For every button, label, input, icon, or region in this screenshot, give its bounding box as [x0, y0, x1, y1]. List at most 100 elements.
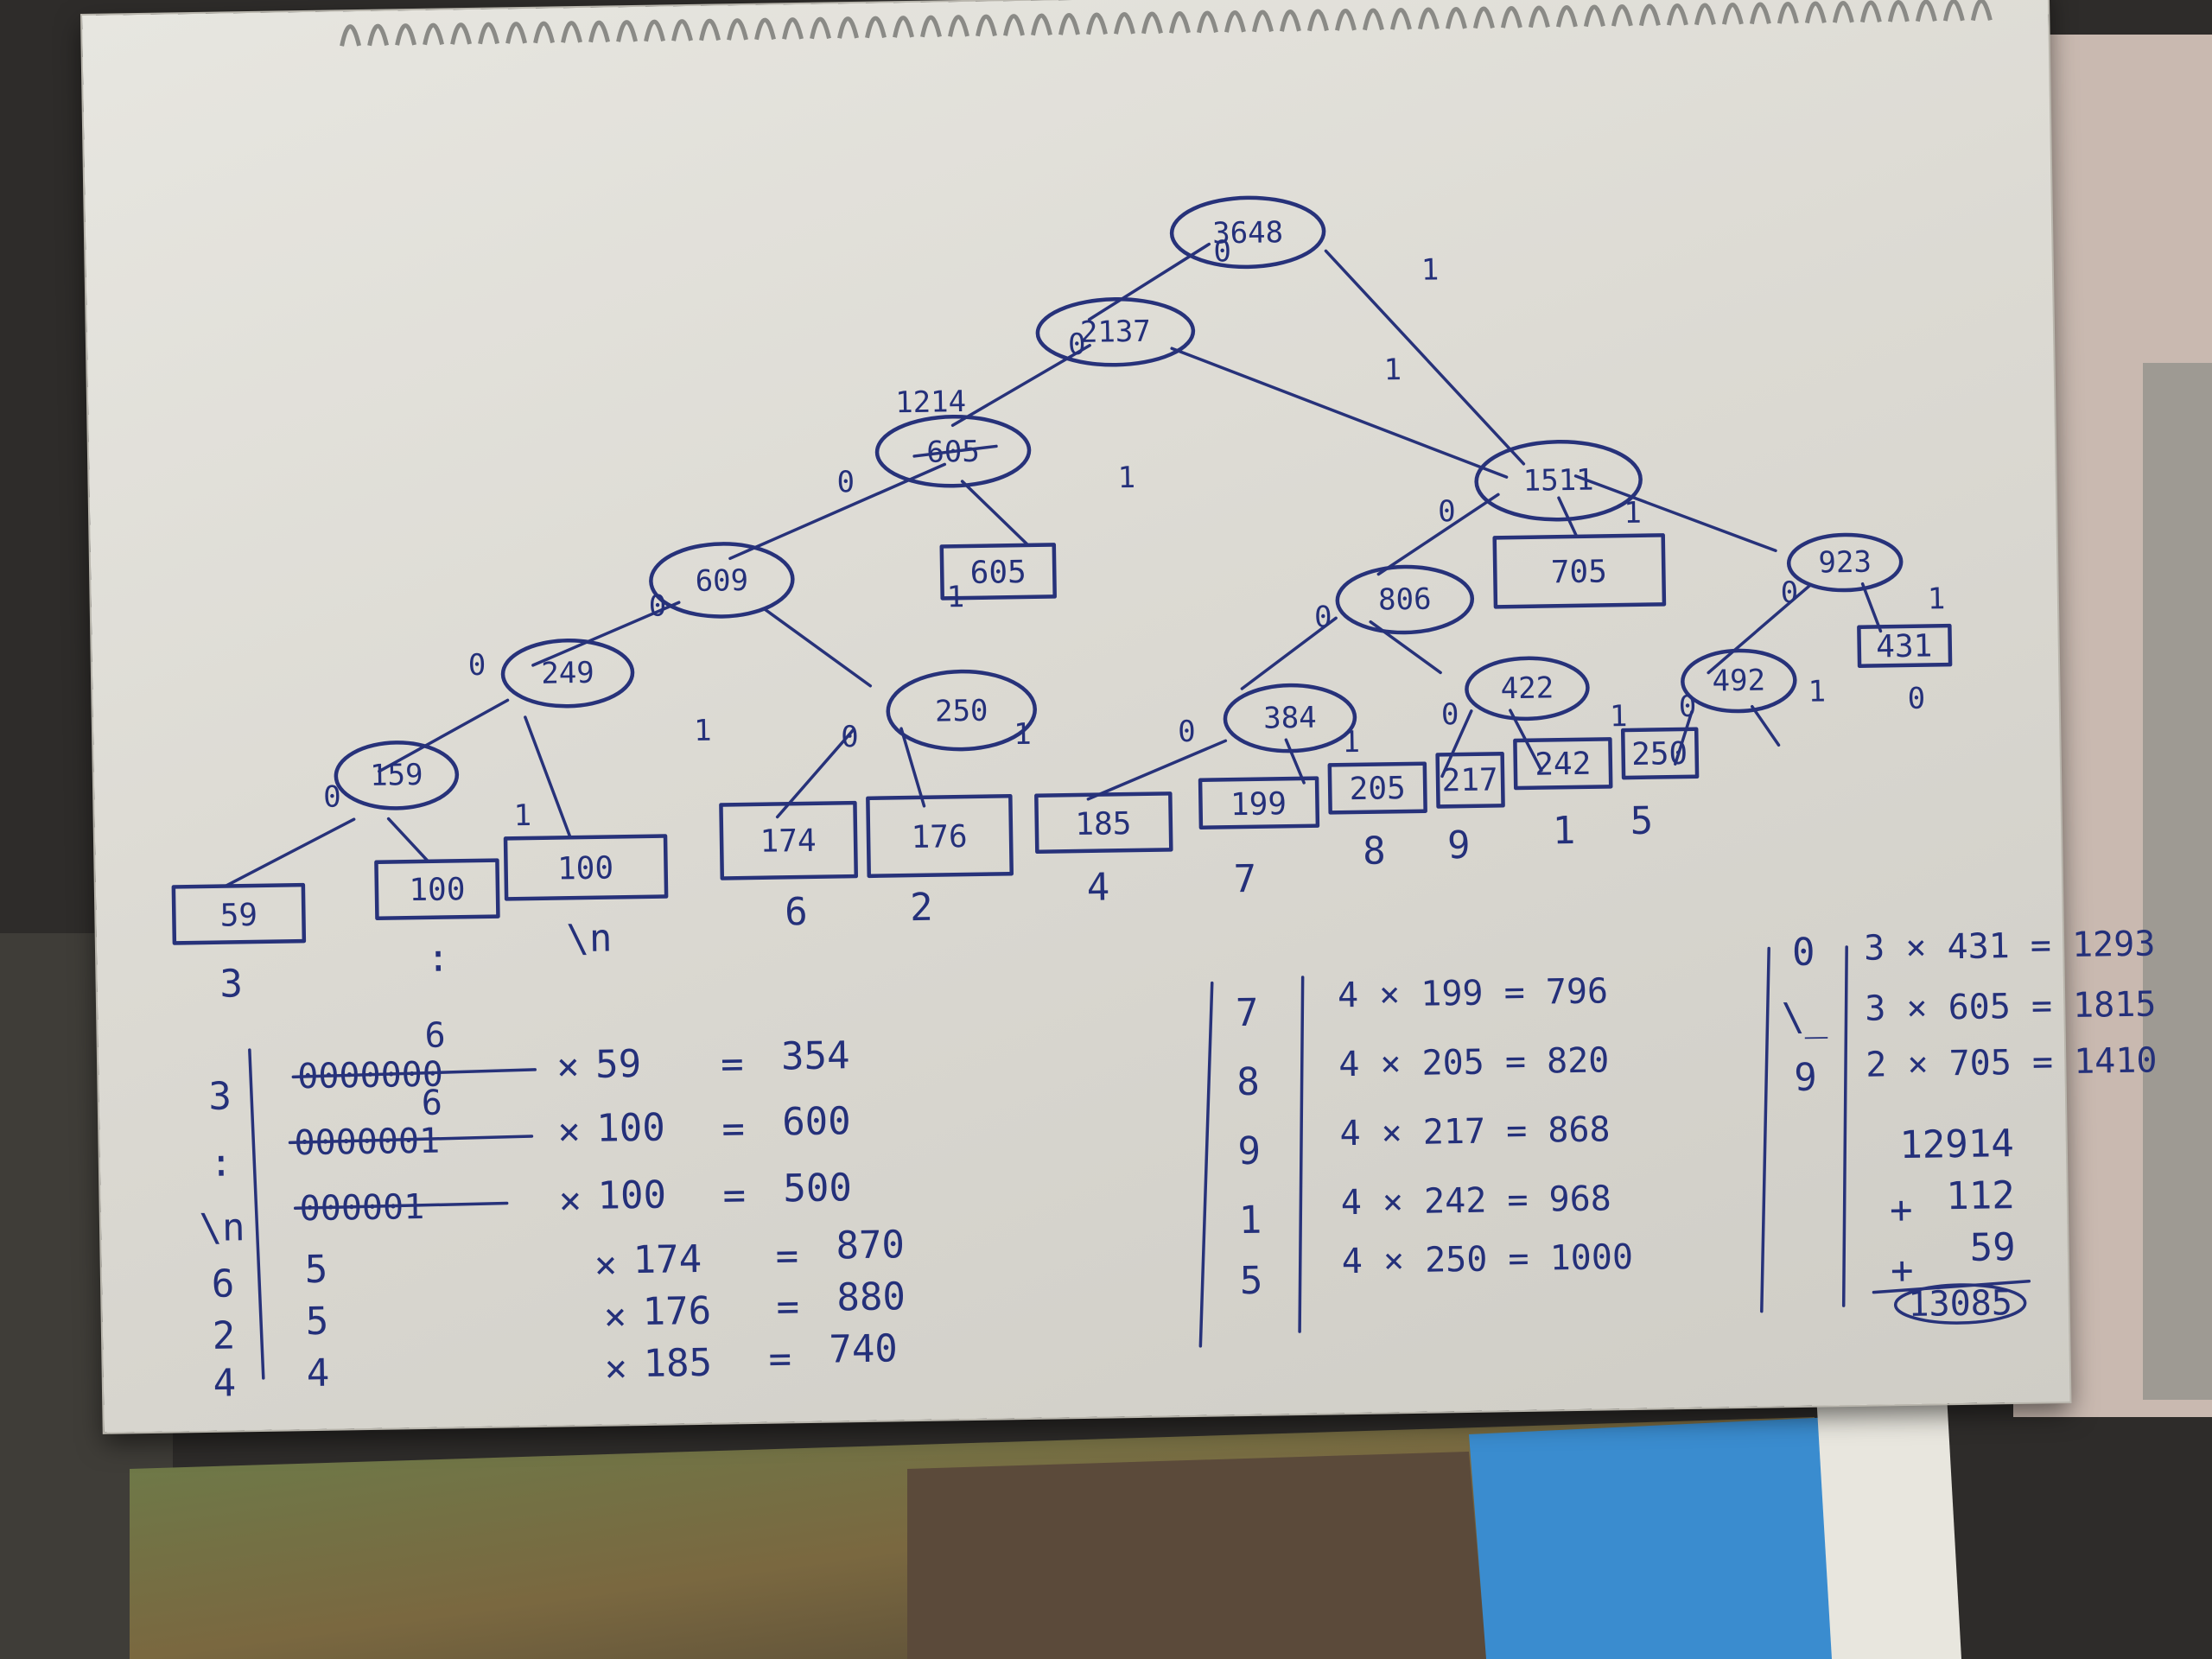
- spiral-ring: [1031, 13, 1052, 36]
- edge-label: 0: [1438, 494, 1456, 529]
- tree-node: 422: [1465, 656, 1590, 721]
- svg-text:4: 4: [306, 1351, 329, 1395]
- svg-text:492: 492: [1712, 663, 1765, 698]
- spiral-ring: [976, 14, 997, 37]
- spiral-ring: [1114, 12, 1135, 35]
- spiral-ring: [1224, 10, 1246, 33]
- svg-text:1511: 1511: [1522, 463, 1594, 499]
- svg-text:12914: 12914: [1899, 1122, 2014, 1167]
- svg-text:6: 6: [421, 1084, 442, 1123]
- svg-text:8: 8: [1236, 1060, 1260, 1104]
- spiral-ring: [1058, 13, 1080, 35]
- spiral-ring: [367, 23, 390, 47]
- spiral-ring: [1777, 2, 1799, 24]
- svg-text:1: 1: [1552, 809, 1575, 853]
- svg-text:2 × 705 = 1410: 2 × 705 = 1410: [1866, 1040, 2158, 1084]
- spiral-ring: [616, 20, 638, 42]
- svg-text:\n: \n: [199, 1205, 245, 1250]
- svg-text::: :: [209, 1141, 232, 1185]
- edge-label: 1: [1342, 725, 1360, 760]
- svg-text:7: 7: [1236, 991, 1259, 1035]
- edge-label: 1: [1014, 717, 1032, 752]
- tree-node: 2137: [1035, 296, 1196, 367]
- edge-label: 1: [1383, 353, 1402, 387]
- tree-leaf: 199: [1198, 776, 1320, 830]
- spiral-ring: [478, 22, 500, 45]
- tree-leaf: 705: [1492, 533, 1667, 609]
- svg-text:1214: 1214: [895, 385, 967, 420]
- svg-text:=: =: [721, 1107, 745, 1151]
- svg-text:112: 112: [1946, 1173, 2015, 1218]
- svg-text:3 × 431 = 1293: 3 × 431 = 1293: [1864, 924, 2156, 968]
- spiral-ring: [893, 16, 914, 38]
- svg-text:100: 100: [409, 872, 466, 908]
- tree-leaves: 59 100 100 174 176 605 185 199 205 217 2…: [171, 533, 1953, 945]
- spiral-ring: [865, 16, 887, 39]
- edge-label: 0: [649, 588, 667, 623]
- svg-text:13085: 13085: [1908, 1283, 2012, 1325]
- spiral-ring: [782, 17, 804, 40]
- spiral-ring: [1887, 0, 1910, 22]
- svg-text::: :: [427, 936, 450, 980]
- spiral-ring: [699, 18, 721, 41]
- svg-text:600: 600: [782, 1099, 851, 1144]
- edge-label: 1: [694, 714, 712, 748]
- spiral-ring: [1141, 11, 1163, 35]
- code-table-middle: 7 4 × 199 = 796 8 4 × 205 = 820 9 4 × 21…: [1236, 971, 1634, 1303]
- svg-text:\n: \n: [566, 917, 613, 962]
- svg-text:354: 354: [781, 1033, 850, 1078]
- handwriting-layer: 3648 2137 1214 605 1511: [171, 0, 2158, 1406]
- svg-text:4 × 217 = 868: 4 × 217 = 868: [1339, 1109, 1611, 1154]
- svg-text:100: 100: [557, 850, 614, 887]
- spiral-ring: [561, 21, 582, 43]
- svg-text:609: 609: [695, 563, 748, 599]
- tree-leaf: 205: [1327, 761, 1427, 815]
- svg-text:×: ×: [558, 1179, 582, 1223]
- spiral-ring: [1555, 5, 1578, 28]
- svg-text:250: 250: [1631, 736, 1688, 772]
- edge-label: 1: [1610, 699, 1628, 734]
- svg-text:159: 159: [370, 758, 423, 793]
- svg-text:\_: \_: [1782, 995, 1828, 1039]
- tree-node: 806: [1335, 564, 1475, 635]
- svg-text:6: 6: [211, 1262, 234, 1306]
- spiral-ring: [395, 23, 417, 46]
- svg-text:3648: 3648: [1212, 215, 1284, 251]
- tree-leaf: 217: [1435, 752, 1505, 809]
- svg-text:×: ×: [594, 1243, 617, 1287]
- spiral-ring: [727, 18, 748, 41]
- spiral-ring: [948, 15, 969, 37]
- edge-label: 0: [1178, 715, 1196, 749]
- svg-text:4 × 199 = 796: 4 × 199 = 796: [1338, 971, 1609, 1015]
- tree-leaf: 100: [374, 858, 500, 921]
- svg-text:=: =: [775, 1234, 798, 1278]
- edge-label: 0: [841, 720, 859, 754]
- svg-text:2: 2: [910, 886, 933, 930]
- svg-text:5: 5: [305, 1300, 328, 1344]
- edge-label: 0: [1780, 575, 1798, 610]
- spiral-ring: [1252, 10, 1274, 33]
- table-row: : 6 0000001 × 100 = 600: [209, 1084, 851, 1185]
- spiral-ring: [1859, 0, 1882, 23]
- svg-text:59: 59: [1969, 1225, 2016, 1270]
- svg-text:174: 174: [760, 823, 817, 860]
- spiral-ring: [1942, 0, 1965, 22]
- code-table-left: 3 6 0000000 × 59 = 354 : 6 0000001 × 100: [199, 1016, 906, 1406]
- spiral-ring: [1500, 6, 1522, 29]
- svg-text:4: 4: [213, 1361, 236, 1405]
- svg-text:2137: 2137: [1080, 315, 1152, 350]
- svg-text:249: 249: [541, 656, 594, 691]
- spiral-ring: [1804, 1, 1827, 24]
- svg-text:174: 174: [632, 1237, 702, 1282]
- spiral-ring: [1528, 5, 1550, 29]
- svg-text:384: 384: [1263, 701, 1317, 736]
- svg-text:605: 605: [969, 555, 1027, 591]
- spiral-ring: [1666, 3, 1688, 26]
- svg-text:8: 8: [1363, 829, 1386, 873]
- svg-text:185: 185: [643, 1341, 712, 1386]
- table-row: 6 5 × 174 = 870: [211, 1223, 905, 1306]
- tree-node: 250: [886, 669, 1037, 752]
- svg-text:=: =: [776, 1285, 799, 1329]
- edge-label: 0: [1213, 234, 1231, 269]
